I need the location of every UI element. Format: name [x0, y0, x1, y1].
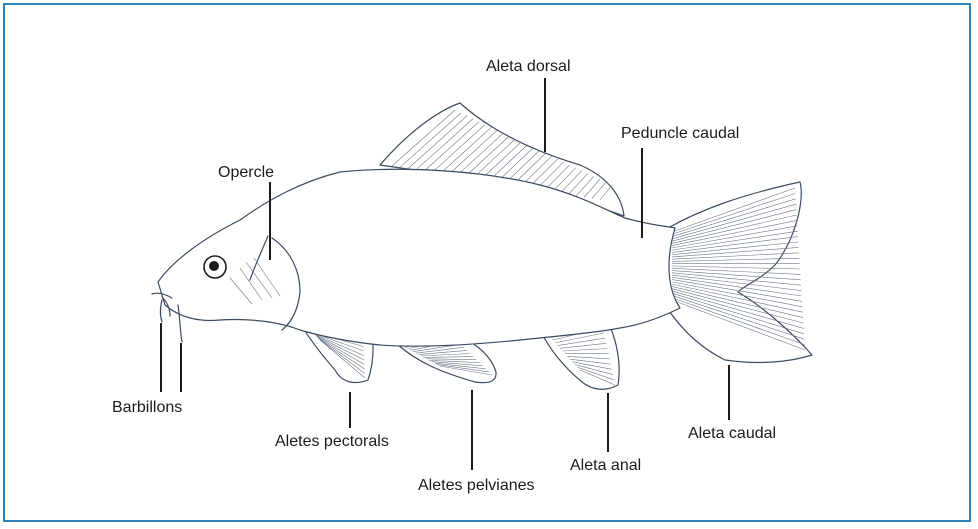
label-aleta-anal: Aleta anal [570, 457, 641, 474]
label-opercle: Opercle [218, 164, 274, 181]
label-aletes-pelvianes: Aletes pelvianes [418, 477, 535, 494]
label-aleta-dorsal: Aleta dorsal [486, 58, 571, 75]
label-aleta-caudal: Aleta caudal [688, 425, 776, 442]
label-peduncle-caudal: Peduncle caudal [621, 125, 739, 142]
label-barbillons: Barbillons [112, 399, 182, 416]
caudal-fin [665, 182, 812, 362]
fish-eye [204, 256, 226, 278]
label-aletes-pectorals: Aletes pectorals [275, 433, 389, 450]
